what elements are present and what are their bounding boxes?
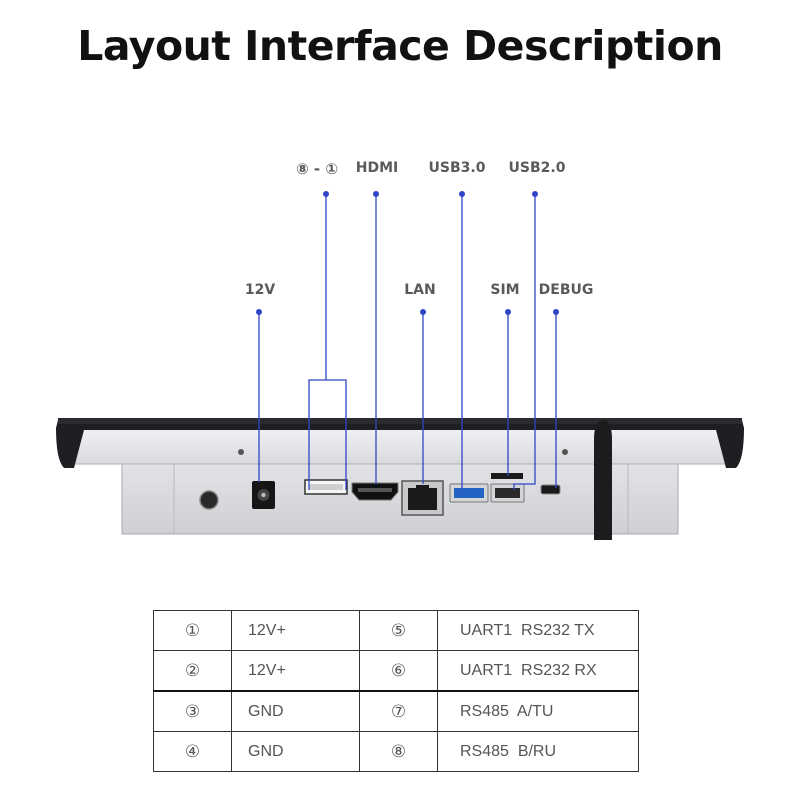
pin-number: ② bbox=[153, 650, 232, 692]
table-row: ③ GND ⑦ RS485 A/TU bbox=[153, 690, 639, 732]
pin-value: UART1 RS232 TX bbox=[437, 610, 639, 651]
label-usb2: USB2.0 bbox=[508, 160, 566, 176]
pin-number: ① bbox=[153, 610, 232, 651]
pin-value: 12V+ bbox=[231, 610, 360, 651]
pin-value: RS485 B/RU bbox=[437, 731, 639, 772]
table-row: ④ GND ⑧ RS485 B/RU bbox=[153, 731, 639, 772]
pin-number: ⑦ bbox=[359, 690, 438, 732]
label-pins: ⑧ - ① bbox=[295, 160, 339, 178]
table-row: ② 12V+ ⑥ UART1 RS232 RX bbox=[153, 650, 639, 692]
pin-number: ⑤ bbox=[359, 610, 438, 651]
debug-port bbox=[540, 484, 561, 495]
pin-value: UART1 RS232 RX bbox=[437, 650, 639, 692]
screw bbox=[238, 449, 244, 455]
callout-lines bbox=[258, 194, 557, 490]
label-hdmi: HDMI bbox=[355, 160, 399, 176]
pin-value: 12V+ bbox=[231, 650, 360, 692]
page-title: Layout Interface Description bbox=[77, 22, 723, 70]
pin-number: ⑥ bbox=[359, 650, 438, 692]
pin-value: RS485 A/TU bbox=[437, 690, 639, 732]
label-12v: 12V bbox=[244, 282, 276, 298]
pin-number: ③ bbox=[153, 690, 232, 732]
label-sim: SIM bbox=[490, 282, 520, 298]
label-debug: DEBUG bbox=[538, 282, 594, 298]
sim-slot bbox=[491, 473, 523, 479]
screw bbox=[562, 449, 568, 455]
pin-number: ④ bbox=[153, 731, 232, 772]
antenna bbox=[594, 420, 612, 540]
label-lan: LAN bbox=[404, 282, 436, 298]
table-row: ① 12V+ ⑤ UART1 RS232 TX bbox=[153, 610, 639, 651]
label-usb3: USB3.0 bbox=[428, 160, 486, 176]
device-diagram bbox=[56, 191, 744, 540]
power-button bbox=[199, 490, 219, 510]
pin-value: GND bbox=[231, 690, 360, 732]
pin-number: ⑧ bbox=[359, 731, 438, 772]
pin-table: ① 12V+ ⑤ UART1 RS232 TX ② 12V+ ⑥ UART1 R… bbox=[153, 610, 639, 772]
black-bezel bbox=[56, 420, 744, 468]
pin-value: GND bbox=[231, 731, 360, 772]
callout-dots bbox=[256, 191, 559, 315]
